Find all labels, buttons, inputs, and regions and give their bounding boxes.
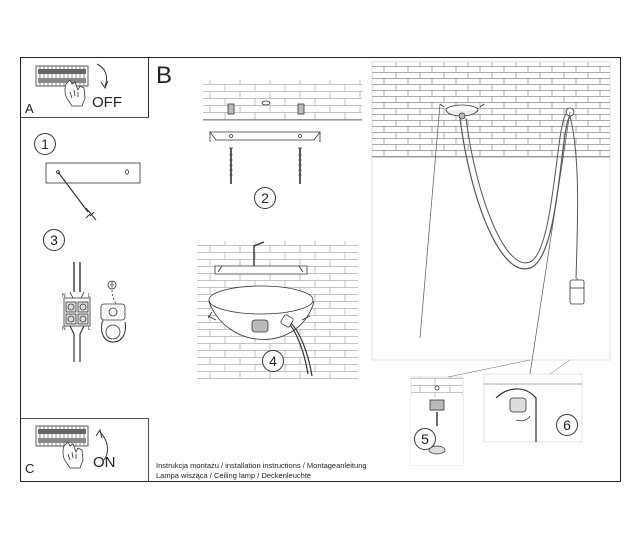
- panel-c-on-label: ON: [93, 454, 116, 471]
- step2-scene: [203, 80, 362, 220]
- panel-a-off-label: OFF: [92, 94, 122, 111]
- wiring-n-bottom: N: [62, 326, 66, 332]
- step-1-badge: 1: [34, 133, 56, 155]
- step-2-badge: 2: [254, 187, 276, 209]
- rotate-arrow-c-icon: [95, 428, 108, 461]
- wiring-l-bottom: L: [88, 326, 91, 332]
- panel-c-letter: C: [25, 461, 35, 476]
- panel-a-letter: A: [25, 101, 34, 116]
- outer-frame: [20, 57, 621, 482]
- caption-line-2: Lampa wisząca / Ceiling lamp / Deckenleu…: [156, 471, 312, 480]
- rotate-arrow-a-icon: [96, 63, 109, 90]
- step-4-badge: 4: [262, 350, 284, 372]
- hand-a-icon: [64, 79, 86, 107]
- step-3-badge: 3: [43, 229, 65, 251]
- main-lamp-scene: [371, 61, 611, 375]
- terminal-block-a-icon: [35, 65, 89, 87]
- wiring-terminal-step3: [63, 262, 91, 362]
- panel-b-letter: B: [156, 62, 173, 89]
- step-5-badge: 5: [414, 428, 436, 450]
- wiring-n-top: N: [62, 293, 66, 299]
- panel-c-box: [20, 418, 149, 482]
- mounting-plate-step1: [45, 162, 141, 221]
- step4-scene: [197, 241, 358, 379]
- wiring-l-top: L: [88, 293, 91, 299]
- caption-line-1: Instrukcja montażu / installation instru…: [156, 461, 367, 470]
- hand-c-icon: [62, 441, 84, 469]
- step-6-badge: 6: [556, 414, 578, 436]
- ground-terminal-step3: [100, 280, 126, 343]
- step5-scene: [410, 376, 464, 466]
- terminal-block-c-icon: [35, 425, 89, 447]
